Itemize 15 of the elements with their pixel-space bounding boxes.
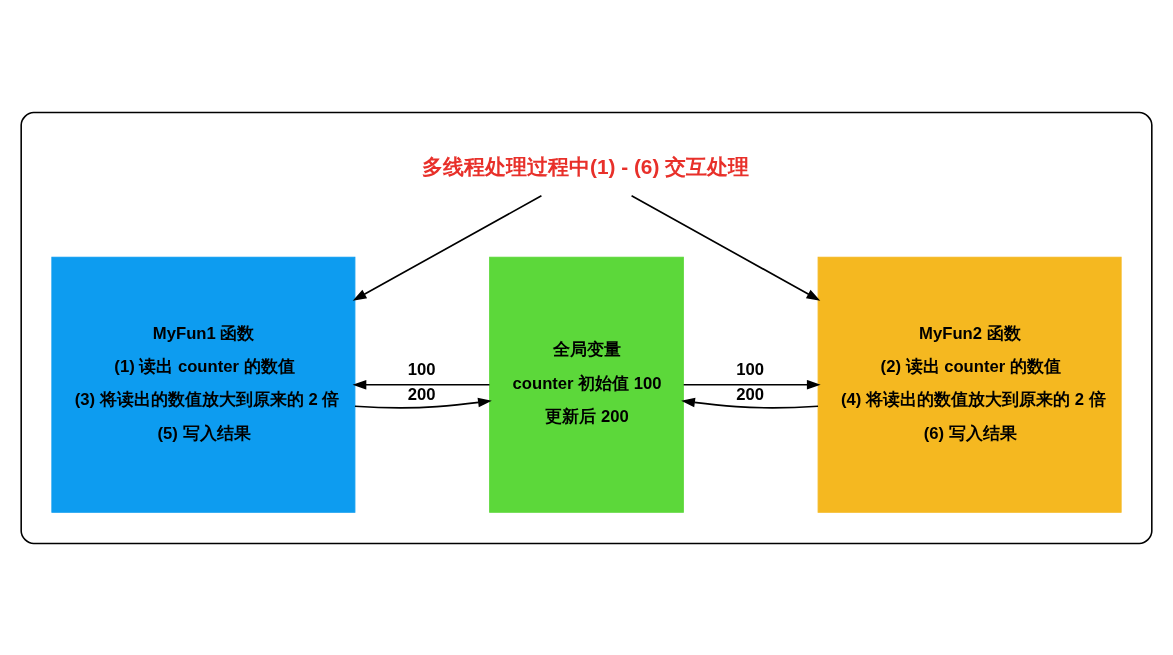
edge-label: 100 [736,359,764,379]
node-box: MyFun2 函数 (2) 读出 counter 的数值 (4) 将读出的数值放大到原来的 2 倍 (6) 写入结果 [817,256,1122,513]
node-text: 多线程处理过程中(1) - (6) 交互处理 [422,154,750,178]
arrow [354,397,492,409]
edge-label: 200 [407,384,436,404]
node-box: 全局变量 counter 初始值 100 更新后 200 [489,256,684,513]
node-box: MyFun1 函数 (1) 读出 counter 的数值 (3) 将读出的数值放大到原来的 2 倍 (5) 写入结果 [51,256,356,513]
arrow [352,379,491,390]
arrow [630,194,821,301]
cluster [20,111,1153,544]
arrow [352,194,543,301]
arrow [682,379,821,390]
arrow [681,397,819,409]
edge-label: 200 [736,384,764,404]
edge-label: 100 [407,359,436,379]
